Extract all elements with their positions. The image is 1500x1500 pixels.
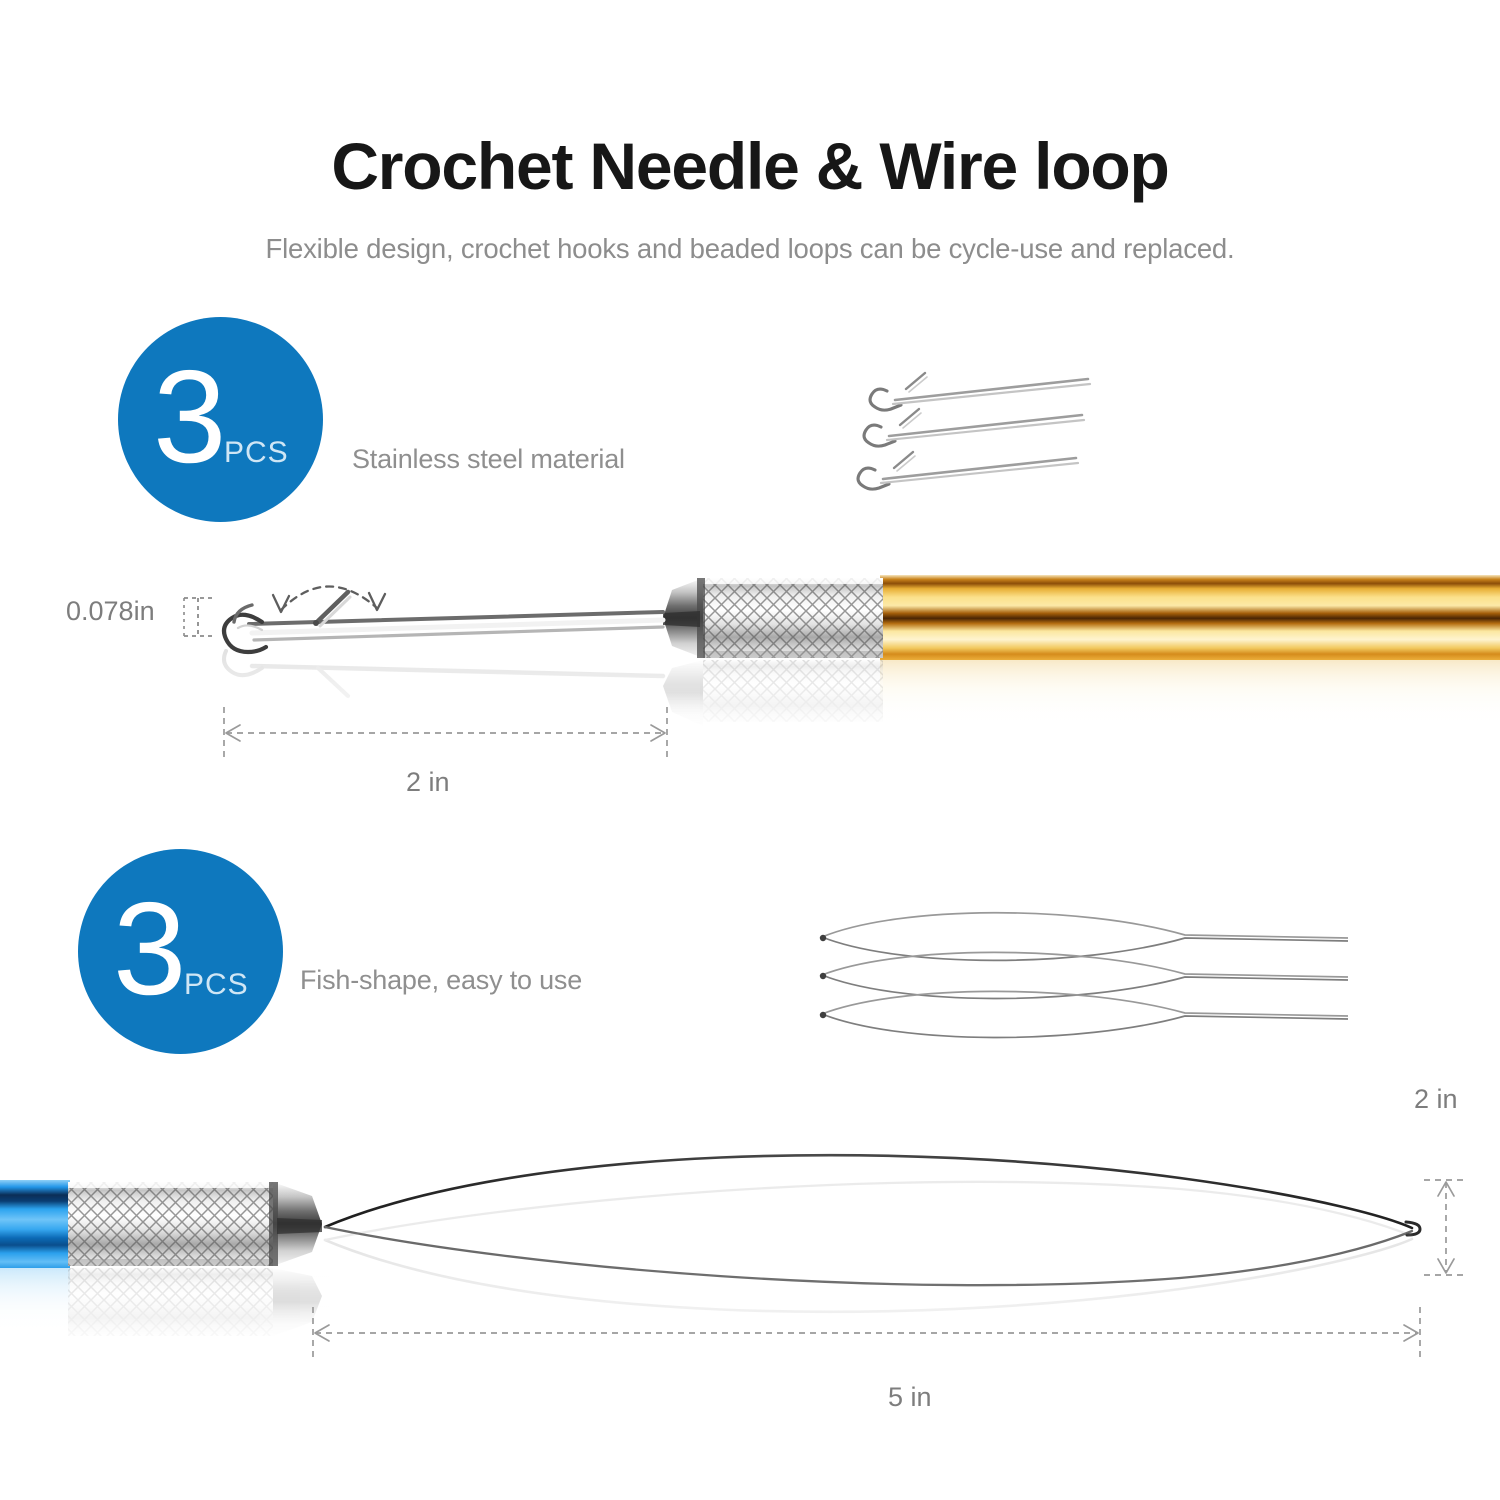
wire-loop-item: [819, 951, 1349, 1000]
blue-wire-loop-tool: [0, 1153, 1468, 1360]
crochet-needle-trio: [856, 371, 1092, 491]
badge-unit-loops: PCS: [184, 968, 249, 1001]
collet-ferrule: [663, 578, 705, 658]
badge-label-loops: Fish-shape, easy to use: [300, 965, 583, 995]
latch-arm: [313, 589, 352, 628]
page-title: Crochet Needle & Wire loop: [331, 129, 1170, 203]
crochet-needle-item: [868, 371, 1092, 412]
badge-pcs-loops: 3 PCS: [78, 849, 283, 1054]
wire-loop-item: [819, 911, 1349, 962]
dimension-hook-width: 0.078in: [66, 596, 155, 626]
wire-loop-trio: [819, 911, 1349, 1039]
dimension-loop-length: 5 in: [888, 1382, 932, 1412]
dimension-needle-length: 2 in: [406, 767, 450, 797]
page-subtitle: Flexible design, crochet hooks and beade…: [265, 233, 1235, 264]
loop-height-dimension: [1424, 1179, 1468, 1276]
badge-unit-needles: PCS: [224, 436, 289, 469]
hook-tip: [221, 603, 269, 655]
crochet-needle-item: [862, 407, 1086, 448]
rotation-arrow-icon: [271, 585, 387, 614]
knurled-grip: [68, 1182, 273, 1266]
badge-count-needles: 3: [153, 343, 227, 490]
badge-pcs-needles: 3 PCS: [118, 317, 323, 522]
hook-width-marker: [183, 597, 212, 637]
dimension-loop-height: 2 in: [1414, 1084, 1458, 1114]
badge-count-loops: 3: [113, 875, 187, 1022]
crochet-needle-item: [856, 450, 1080, 491]
loop-length-dimension: [312, 1307, 1421, 1357]
needle-length-dimension: [223, 707, 668, 757]
gold-crochet-tool: [183, 575, 1500, 757]
steel-shaft: [247, 610, 666, 642]
wire-loop-item: [819, 990, 1349, 1039]
badge-label-needles: Stainless steel material: [352, 444, 625, 474]
knurled-grip: [703, 578, 883, 658]
wire-loop-large: [323, 1153, 1422, 1287]
collet-ferrule: [269, 1182, 322, 1266]
